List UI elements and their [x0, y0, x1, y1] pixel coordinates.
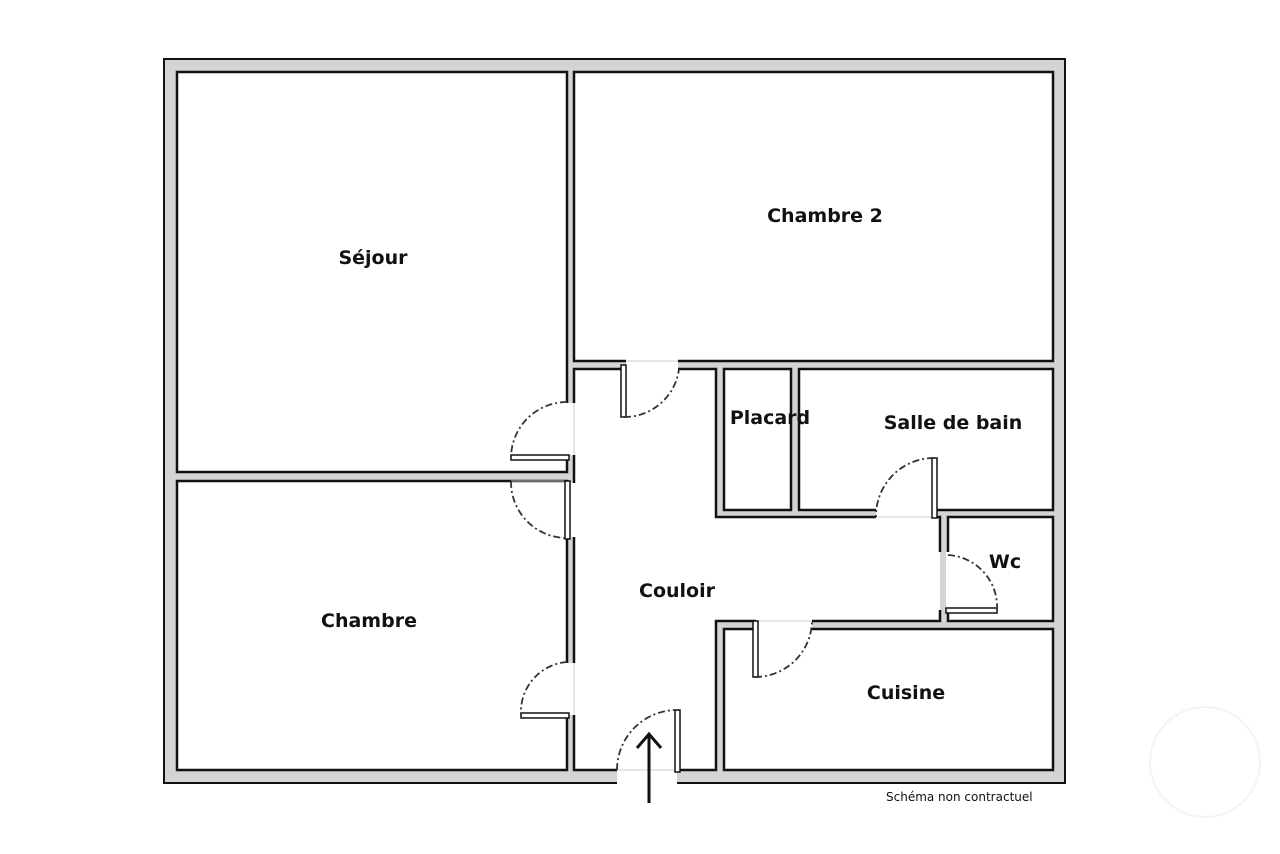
label-chambre: Chambre — [321, 610, 417, 632]
room-chambre — [175, 479, 569, 772]
label-chambre-2: Chambre 2 — [767, 205, 883, 227]
label-wc: Wc — [989, 551, 1021, 573]
door-cuisine — [752, 620, 813, 678]
entrance-arrow-icon — [635, 731, 663, 803]
room-placard — [722, 367, 793, 512]
door-chambre — [510, 480, 571, 540]
label-sejour: Séjour — [338, 247, 408, 269]
door-wc — [945, 554, 998, 614]
watermark-logo — [1149, 706, 1261, 818]
room-salle-de-bain — [797, 367, 1055, 512]
door-chambre-lower — [520, 661, 570, 719]
label-salle-de-bain: Salle de bain — [884, 412, 1023, 434]
door-chambre-2 — [620, 364, 680, 418]
disclaimer-note: Schéma non contractuel — [886, 790, 1033, 804]
door-sejour — [510, 401, 570, 461]
room-chambre-2 — [572, 70, 1055, 363]
door-openings — [511, 359, 950, 785]
label-placard: Placard — [730, 407, 810, 429]
room-cuisine — [722, 627, 1055, 772]
label-couloir: Couloir — [639, 580, 716, 602]
door-entrance — [616, 709, 681, 773]
label-cuisine: Cuisine — [867, 682, 945, 704]
room-sejour — [175, 70, 569, 474]
door-salle-de-bain — [875, 457, 938, 519]
